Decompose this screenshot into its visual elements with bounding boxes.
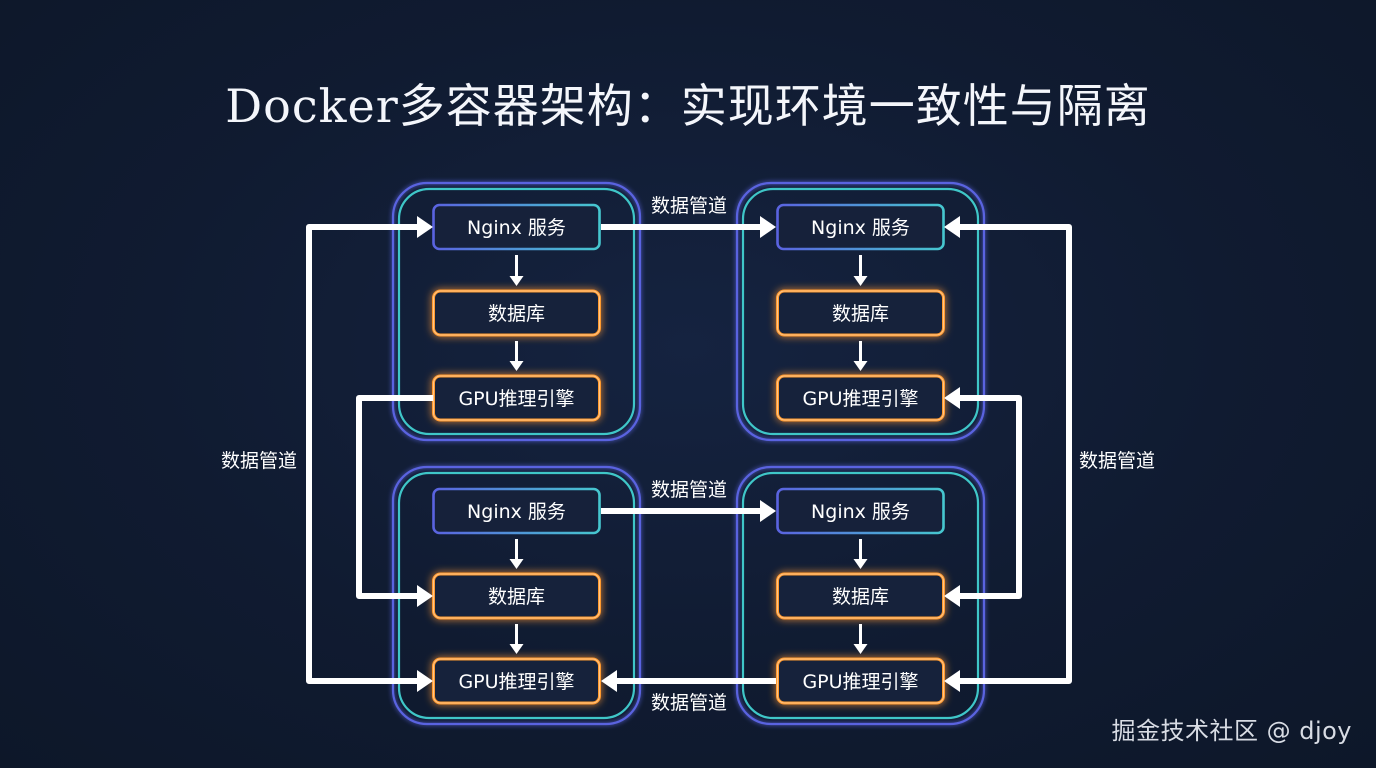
db-box-highlight: [433, 290, 600, 336]
service-gpu-bottom-right[interactable]: GPU推理引擎: [776, 657, 945, 705]
gpu-label: GPU推理引擎: [802, 388, 918, 410]
pipe-right-inner-head-bottom: [944, 585, 960, 607]
gpu-label: GPU推理引擎: [458, 671, 574, 693]
nginx-label: Nginx 服务: [811, 501, 910, 523]
gpu-box-highlight: [433, 375, 600, 421]
pipe-left-outer-head: [417, 216, 433, 238]
internal-arrow-head: [509, 644, 524, 654]
pipeline-label-top: 数据管道: [651, 195, 727, 217]
service-db-bottom-right[interactable]: 数据库: [776, 572, 945, 620]
service-gpu-bottom-left[interactable]: GPU推理引擎: [432, 657, 601, 705]
nginx-label: Nginx 服务: [467, 217, 566, 239]
internal-arrow-head: [853, 644, 868, 654]
service-db-bottom-left[interactable]: 数据库: [432, 572, 601, 620]
gpu-box-highlight: [777, 375, 944, 421]
nginx-box: [776, 203, 945, 251]
pipeline-label-middle: 数据管道: [651, 479, 727, 501]
internal-arrow-head: [509, 559, 524, 569]
service-nginx-top-right[interactable]: Nginx 服务: [776, 203, 945, 251]
pipe-left-outer-head-bottom: [417, 670, 433, 692]
db-box-highlight: [433, 573, 600, 619]
nginx-box: [432, 203, 601, 251]
pipe-top-head: [760, 216, 776, 238]
pipe-middle-head: [760, 500, 776, 522]
service-db-top-left[interactable]: 数据库: [432, 289, 601, 337]
nginx-label: Nginx 服务: [467, 501, 566, 523]
pipe-left-outer-line: [306, 224, 418, 684]
nginx-box: [776, 487, 945, 535]
service-nginx-top-left[interactable]: Nginx 服务: [432, 203, 601, 251]
pipeline-label-left: 数据管道: [221, 450, 297, 472]
container-top-left-outer: [391, 181, 642, 442]
nginx-box: [432, 487, 601, 535]
pipe-right-inner-head-top: [944, 387, 960, 409]
pipe-right-outer-head-top: [944, 216, 960, 238]
service-nginx-bottom-left[interactable]: Nginx 服务: [432, 487, 601, 535]
service-db-top-right[interactable]: 数据库: [776, 289, 945, 337]
db-label: 数据库: [488, 586, 545, 608]
service-nginx-bottom-right[interactable]: Nginx 服务: [776, 487, 945, 535]
db-label: 数据库: [832, 303, 889, 325]
db-box-highlight: [777, 290, 944, 336]
internal-arrow-head: [853, 559, 868, 569]
pipe-left-inner-head: [417, 585, 433, 607]
db-box-highlight: [777, 573, 944, 619]
watermark: 掘金技术社区 @ djoy: [1111, 717, 1352, 745]
container-top-right-inner: [741, 187, 980, 436]
gpu-box-highlight: [433, 658, 600, 704]
internal-arrow-head: [509, 361, 524, 371]
internal-arrow-head: [509, 276, 524, 286]
db-label: 数据库: [832, 586, 889, 608]
gpu-label: GPU推理引擎: [802, 671, 918, 693]
pipe-right-outer-line: [960, 224, 1072, 684]
pipe-left-inner-line: [356, 395, 433, 599]
pipe-right-outer-head-bottom: [944, 670, 960, 692]
service-gpu-top-left[interactable]: GPU推理引擎: [432, 374, 601, 422]
db-label: 数据库: [488, 303, 545, 325]
internal-arrow-head: [853, 361, 868, 371]
pipeline-label-bottom: 数据管道: [651, 692, 727, 714]
internal-arrow-head: [853, 276, 868, 286]
gpu-label: GPU推理引擎: [458, 388, 574, 410]
diagram-title: Docker多容器架构：实现环境一致性与隔离: [225, 79, 1151, 133]
container-top-right-outer: [735, 181, 986, 442]
pipe-bottom-head: [601, 670, 617, 692]
pipeline-label-right: 数据管道: [1079, 450, 1155, 472]
nginx-label: Nginx 服务: [811, 217, 910, 239]
service-gpu-top-right[interactable]: GPU推理引擎: [776, 374, 945, 422]
gpu-box-highlight: [777, 658, 944, 704]
container-top-left-inner: [397, 187, 636, 436]
pipe-right-inner-line: [960, 395, 1022, 599]
